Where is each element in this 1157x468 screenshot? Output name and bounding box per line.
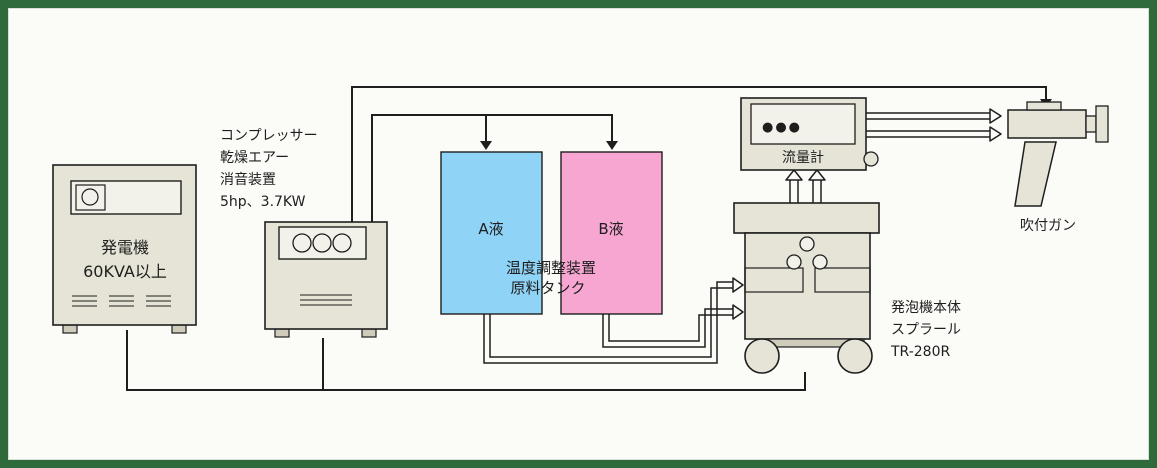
flowmeter-knob bbox=[863, 151, 879, 167]
tank-b bbox=[560, 151, 663, 315]
tank-a bbox=[440, 151, 543, 315]
spray-gun-icon: 吹付ガン bbox=[1007, 101, 1109, 234]
tank-a-label: A液 bbox=[478, 220, 503, 238]
power-line bbox=[126, 330, 806, 391]
compressor-label-2: 乾燥エアー bbox=[220, 150, 289, 166]
generator-label-2: 60KVA以上 bbox=[83, 262, 167, 281]
compressor-label-4: 5hp、3.7KW bbox=[220, 194, 306, 210]
air-line-gun bbox=[351, 86, 1047, 222]
foamer-wheel bbox=[837, 338, 873, 374]
generator-label-1: 発電機 bbox=[101, 238, 149, 257]
tank-b-label: B液 bbox=[598, 220, 623, 238]
tank-caption-2: 原料タンク bbox=[510, 279, 585, 297]
hollow-arrowheads bbox=[732, 108, 1002, 320]
foaming-machine: 発泡機本体 スプラール TR-280R bbox=[733, 202, 961, 374]
flowmeter-display bbox=[750, 103, 856, 145]
foamer-port bbox=[799, 236, 815, 252]
arrow-to-tank-a bbox=[480, 141, 492, 150]
arrow-to-tank-b bbox=[606, 141, 618, 150]
generator: 発電機 60KVA以上 bbox=[52, 164, 197, 334]
foamer-label-1: 発泡機本体 bbox=[891, 300, 961, 316]
flowmeter-display-dots: ●●● bbox=[762, 120, 802, 135]
air-line-tanks bbox=[371, 114, 613, 222]
compressor-label-1: コンプレッサー bbox=[220, 128, 318, 144]
flowmeter: ●●● 流量計 bbox=[740, 97, 879, 171]
connection-lines bbox=[126, 86, 1047, 391]
tank-caption-1: 温度調整装置 bbox=[506, 259, 596, 277]
compressor: コンプレッサー 乾燥エアー 消音装置 5hp、3.7KW bbox=[220, 128, 388, 338]
foamer-port bbox=[812, 254, 828, 270]
generator-dial bbox=[81, 188, 99, 206]
tanks: A液 B液 温度調整装置 原料タンク bbox=[440, 151, 663, 315]
foamer-wheel bbox=[744, 338, 780, 374]
gauge-icon bbox=[292, 233, 312, 253]
foamer-port bbox=[786, 254, 802, 270]
compressor-vents bbox=[300, 294, 352, 306]
material-lines bbox=[483, 112, 990, 364]
gauge-icon bbox=[312, 233, 332, 253]
flowmeter-label: 流量計 bbox=[782, 150, 824, 166]
gun-label: 吹付ガン bbox=[1020, 218, 1076, 234]
foamer-label-2: スプラール bbox=[891, 322, 961, 338]
gauge-icon bbox=[332, 233, 352, 253]
foamer-label-3: TR-280R bbox=[890, 344, 950, 360]
generator-vents bbox=[72, 295, 171, 307]
compressor-label-3: 消音装置 bbox=[220, 171, 276, 188]
